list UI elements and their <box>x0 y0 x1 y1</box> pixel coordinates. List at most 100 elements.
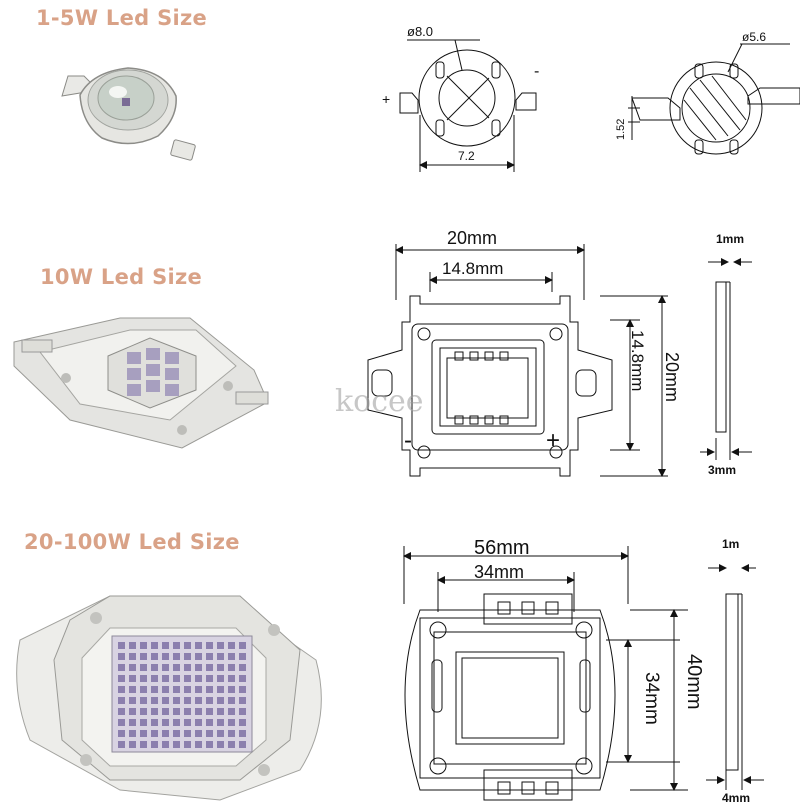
led-chip <box>173 708 180 715</box>
led-chip <box>129 730 136 737</box>
led-chip <box>173 653 180 660</box>
led-chip <box>217 653 224 660</box>
led-chip <box>118 730 125 737</box>
led-chip <box>195 697 202 704</box>
led-chip <box>151 686 158 693</box>
led-chip <box>206 664 213 671</box>
led-chip <box>217 719 224 726</box>
led-chip <box>206 741 213 748</box>
led-chip <box>118 708 125 715</box>
led-chip <box>162 730 169 737</box>
led-chip <box>206 675 213 682</box>
led-chip <box>151 741 158 748</box>
led-chip <box>239 664 246 671</box>
title-1-5w: 1-5W Led Size <box>36 6 208 30</box>
led-chip <box>118 664 125 671</box>
led-chip <box>228 675 235 682</box>
led-chip <box>173 741 180 748</box>
title-20-100w: 20-100W Led Size <box>24 530 240 554</box>
led-chip <box>173 730 180 737</box>
led-chip <box>151 697 158 704</box>
led-chip <box>162 653 169 660</box>
led-chip <box>162 719 169 726</box>
led-chip <box>173 686 180 693</box>
led-chip <box>118 653 125 660</box>
led-chip <box>195 642 202 649</box>
led-10w-front-drawing <box>367 244 752 477</box>
led-chip <box>184 730 191 737</box>
led-chip <box>129 708 136 715</box>
led-chip-grid <box>118 642 246 748</box>
led-chip <box>118 686 125 693</box>
led-chip <box>239 642 246 649</box>
led-chip <box>217 697 224 704</box>
led-chip <box>195 719 202 726</box>
led-chip <box>184 697 191 704</box>
led-chip <box>217 741 224 748</box>
led-chip <box>217 686 224 693</box>
led-chip <box>162 708 169 715</box>
led-chip <box>228 719 235 726</box>
led-chip <box>129 719 136 726</box>
led-chip <box>228 708 235 715</box>
led-chip <box>162 675 169 682</box>
led-chip <box>129 675 136 682</box>
led-chip <box>151 642 158 649</box>
dim-10w-side-top: 1mm <box>716 232 744 246</box>
led-chip <box>195 708 202 715</box>
dim-outer-diameter: ø8.0 <box>407 24 433 39</box>
led-chip <box>206 730 213 737</box>
led-chip <box>228 741 235 748</box>
led-chip <box>184 719 191 726</box>
led-chip <box>184 708 191 715</box>
led-chip <box>184 741 191 748</box>
led-chip <box>239 741 246 748</box>
led-chip <box>206 686 213 693</box>
led-chip <box>140 719 147 726</box>
led-chip <box>129 653 136 660</box>
led-chip <box>140 708 147 715</box>
led-chip <box>217 730 224 737</box>
led-chip <box>239 697 246 704</box>
led-chip <box>173 664 180 671</box>
led-chip <box>184 686 191 693</box>
dim-large-height-inner: 34mm <box>641 672 662 725</box>
led-chip <box>129 642 136 649</box>
led-chip <box>151 719 158 726</box>
led-chip <box>118 642 125 649</box>
led-chip <box>118 697 125 704</box>
led-chip <box>184 664 191 671</box>
led-chip <box>151 675 158 682</box>
dim-large-width-outer: 56mm <box>474 537 530 559</box>
led-chip <box>217 675 224 682</box>
led-chip <box>239 730 246 737</box>
led-chip <box>118 719 125 726</box>
plus-sign: + <box>382 91 390 107</box>
led-chip <box>184 642 191 649</box>
led-chip <box>140 686 147 693</box>
dim-10w-height-outer: 20mm <box>662 352 682 402</box>
led-chip <box>140 697 147 704</box>
watermark: kocee <box>335 384 424 419</box>
led-chip <box>228 664 235 671</box>
dim-width-7-2: 7.2 <box>458 149 475 163</box>
dim-lens-diameter: ø5.6 <box>742 30 766 44</box>
led-chip <box>184 675 191 682</box>
led-chip <box>228 686 235 693</box>
dim-10w-height-inner: 14.8mm <box>628 330 647 391</box>
title-10w: 10W Led Size <box>40 265 203 289</box>
led-chip <box>195 664 202 671</box>
led-chip <box>129 686 136 693</box>
led-chip <box>206 719 213 726</box>
led-chip <box>206 642 213 649</box>
led-chip <box>151 653 158 660</box>
led-chip <box>184 653 191 660</box>
led-chip <box>173 675 180 682</box>
led-chip <box>206 697 213 704</box>
led-chip <box>162 686 169 693</box>
dim-10w-side-bottom: 3mm <box>708 463 736 477</box>
led-chip <box>162 664 169 671</box>
led-chip <box>217 664 224 671</box>
led-chip <box>162 697 169 704</box>
